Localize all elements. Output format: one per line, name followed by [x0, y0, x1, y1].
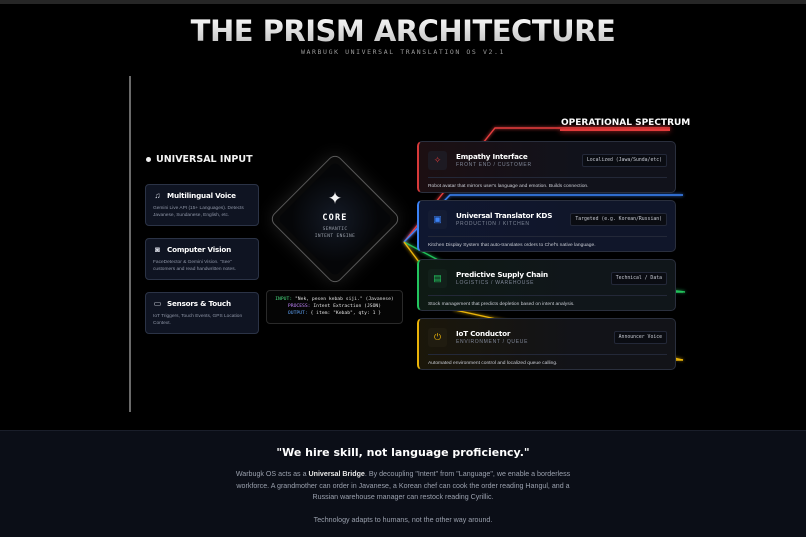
sparkle-robot-icon: ✧: [428, 150, 447, 170]
input-card-sensors-touch[interactable]: ▭ Sensors & Touch IoT Triggers, Touch Ev…: [145, 292, 259, 334]
input-card-desc: Gemini Live API (15+ Languages). Detects…: [153, 206, 244, 218]
output-card-empathy-interface[interactable]: ✧ Empathy Interface FRONT END / CUSTOMER…: [417, 141, 676, 193]
code-input-key: INPUT:: [275, 297, 293, 302]
card-divider: [428, 354, 667, 355]
card-divider: [428, 177, 667, 178]
archive-box-icon: ▤: [428, 268, 447, 288]
operational-spectrum-heading: OPERATIONAL SPECTRUM: [561, 118, 691, 128]
output-card-desc: Automated environment control and locali…: [428, 361, 558, 366]
output-card-predictive-supply-chain[interactable]: ▤ Predictive Supply Chain LOGISTICS / WA…: [417, 259, 676, 311]
output-card-desc: Robot avatar that mirrors user's languag…: [428, 184, 589, 189]
power-icon: ⏻: [428, 327, 447, 347]
output-card-tag: Targeted (e.g. Korean/Russian): [570, 212, 667, 226]
para-post: . By decoupling "Intent" from "Language"…: [236, 470, 571, 501]
card-divider: [428, 295, 667, 296]
code-output-key: OUTPUT:: [287, 311, 308, 316]
code-input-value: "Nek, pesen kebab siji." (Javanese): [292, 297, 394, 302]
card-divider: [428, 236, 667, 237]
core-sub-line2: INTENT ENGINE: [314, 234, 356, 239]
input-card-desc: FaceDetector & Gemini Vision. "See" cust…: [153, 260, 236, 272]
input-card-desc: IoT Triggers, Touch Events, GPS Location…: [153, 314, 243, 326]
para-bold: Universal Bridge: [308, 470, 365, 478]
universal-input-label: UNIVERSAL INPUT: [156, 154, 253, 165]
footer-closing: Technology adapts to humans, not the oth…: [313, 515, 493, 524]
input-card-title: Computer Vision: [167, 245, 232, 254]
output-card-iot-conductor[interactable]: ⏻ IoT Conductor ENVIRONMENT / QUEUE Anno…: [417, 318, 676, 370]
output-card-subtitle: PRODUCTION / KITCHEN: [456, 221, 530, 227]
monitor-icon: ▣: [428, 209, 447, 229]
output-card-tag: Announcer Voice: [613, 330, 667, 344]
core-label: CORE: [322, 213, 348, 223]
output-card-tag: Technical / Data: [610, 271, 667, 285]
footer-paragraph: Warbugk OS acts as a Universal Bridge. B…: [233, 469, 573, 504]
output-card-title: Universal Translator KDS: [456, 211, 553, 220]
output-card-tag: Localized (Jawa/Sunda/etc): [581, 153, 667, 167]
output-card-subtitle: LOGISTICS / WAREHOUSE: [456, 280, 535, 286]
code-output-value: { item: "Kebab", qty: 1 }: [307, 311, 382, 316]
footer-section: "We hire skill, not language proficiency…: [0, 430, 806, 537]
code-example: INPUT: "Nek, pesen kebab siji." (Javanes…: [266, 290, 403, 324]
camera-icon: ◙: [155, 245, 160, 254]
input-card-title: Multilingual Voice: [167, 191, 236, 200]
output-card-title: IoT Conductor: [456, 329, 511, 338]
input-card-computer-vision[interactable]: ◙ Computer Vision FaceDetector & Gemini …: [145, 238, 259, 280]
core-sub-line1: SEMANTIC: [322, 227, 348, 232]
input-card-multilingual-voice[interactable]: ♫ Multilingual Voice Gemini Live API (15…: [145, 184, 259, 226]
sparkles-icon: ✦: [327, 189, 343, 208]
code-process-value: Intent Extraction (JSON): [310, 304, 382, 309]
top-bar: [0, 0, 806, 4]
output-card-title: Predictive Supply Chain: [456, 270, 548, 279]
bullet-dot: [146, 157, 151, 162]
music-note-icon: ♫: [154, 191, 161, 200]
timeline-rail: [129, 76, 131, 412]
page-title: THE PRISM ARCHITECTURE: [0, 14, 806, 48]
core-sublabel: SEMANTIC INTENT ENGINE: [260, 226, 410, 240]
output-card-universal-translator-kds[interactable]: ▣ Universal Translator KDS PRODUCTION / …: [417, 200, 676, 252]
monitor-icon: ▭: [153, 299, 162, 308]
output-card-title: Empathy Interface: [456, 152, 528, 161]
output-card-subtitle: FRONT END / CUSTOMER: [456, 162, 532, 168]
code-process-key: PROCESS:: [287, 304, 311, 309]
output-card-desc: Kitchen Display System that auto-transla…: [428, 243, 596, 248]
para-pre: Warbugk OS acts as a: [235, 470, 309, 478]
heading-underline: [560, 129, 670, 131]
input-card-title: Sensors & Touch: [167, 299, 231, 308]
output-card-subtitle: ENVIRONMENT / QUEUE: [456, 339, 529, 345]
page-subtitle: WARBUGK UNIVERSAL TRANSLATION OS V2.1: [301, 48, 505, 56]
universal-input-heading: UNIVERSAL INPUT: [146, 154, 253, 165]
core-engine: ✦ CORE SEMANTIC INTENT ENGINE: [260, 144, 410, 294]
footer-quote: "We hire skill, not language proficiency…: [276, 446, 530, 459]
output-card-desc: Stock management that predicts depletion…: [428, 302, 575, 307]
